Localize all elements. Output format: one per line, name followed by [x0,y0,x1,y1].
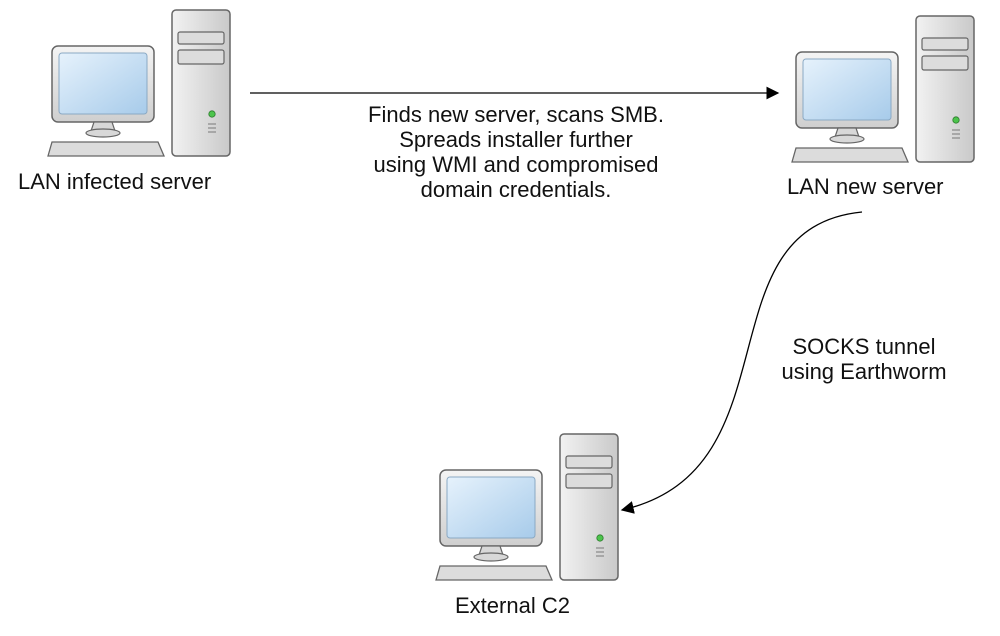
spread-label-line: Finds new server, scans SMB. [368,102,664,127]
lan-infected-server-computer-icon [47,9,231,157]
tunnel-label-line: using Earthworm [781,359,947,384]
external-c2-computer-icon [435,433,619,581]
lan-new-server-computer-icon [791,15,975,163]
tunnel-edge-label: SOCKS tunnel using Earthworm [758,334,970,384]
spread-label-line: Spreads installer further [399,127,633,152]
spread-edge-label: Finds new server, scans SMB. Spreads ins… [340,102,692,202]
spread-label-line: using WMI and compromised [373,152,659,177]
lan-new-server-label: LAN new server [787,174,944,199]
tunnel-label-line: SOCKS tunnel [792,334,936,359]
external-c2-label: External C2 [455,593,570,618]
spread-label-line: domain credentials. [420,177,612,202]
lan-infected-server-label: LAN infected server [18,169,212,194]
tunnel-arrow [620,211,863,514]
